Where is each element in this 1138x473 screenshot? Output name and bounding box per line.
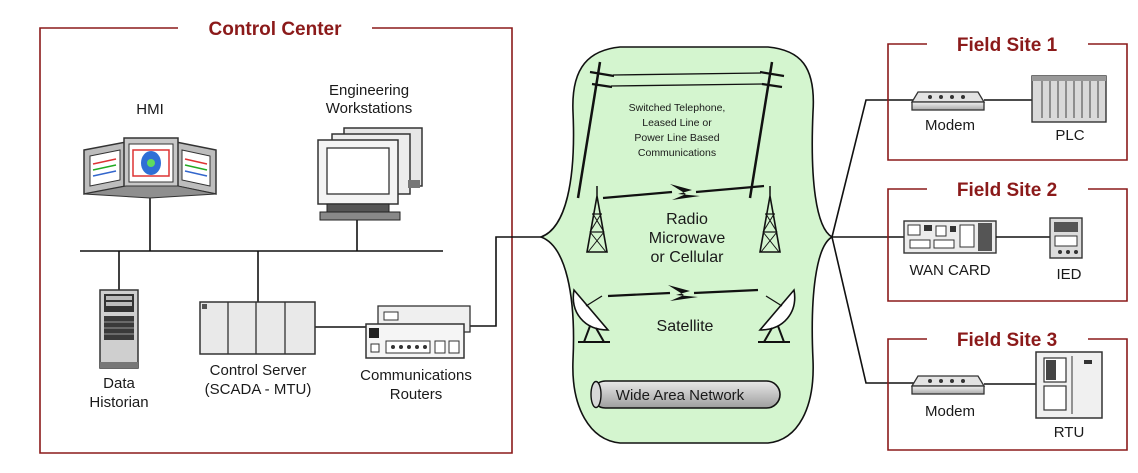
radio-label-line3: or Cellular	[651, 249, 725, 266]
hmi-label: HMI	[136, 101, 164, 118]
field-site-2-box: Field Site 2	[887, 180, 1128, 302]
router-label-line1: Communications	[360, 367, 472, 384]
historian-label-line1: Data	[103, 375, 135, 392]
engineering-workstations-icon	[317, 127, 423, 221]
modem-icon	[910, 375, 986, 395]
wan-card-icon	[903, 220, 997, 254]
radio-tower-right-icon	[759, 186, 781, 253]
site2-device-a-label: WAN CARD	[909, 262, 990, 279]
telephone-label-line1: Switched Telephone,	[629, 102, 726, 114]
router-wan-link	[468, 236, 541, 327]
radio-link-bolt-icon	[602, 184, 765, 200]
hmi-icon	[83, 137, 217, 199]
site3-device-b-label: RTU	[1054, 424, 1085, 441]
ied-icon	[1049, 217, 1083, 259]
field-site-3-box: Field Site 3	[887, 330, 1128, 451]
control-server-icon	[199, 301, 316, 355]
field-site-1-title: Field Site 1	[957, 35, 1058, 56]
telephone-pole-icon	[576, 61, 785, 199]
historian-label-line2: Historian	[89, 394, 148, 411]
radio-tower-left-icon	[586, 186, 608, 253]
satellite-link-bolt-icon	[607, 285, 759, 301]
radio-label-line2: Microwave	[649, 230, 726, 247]
communications-routers-icon	[365, 305, 471, 359]
server-label-line2: (SCADA - MTU)	[205, 381, 312, 398]
engineering-label-line1: Engineering	[329, 82, 409, 99]
engineering-label-line2: Workstations	[326, 100, 412, 117]
satellite-label: Satellite	[657, 318, 714, 335]
control-center-title: Control Center	[209, 19, 343, 40]
data-historian-icon	[99, 289, 139, 369]
rtu-icon	[1035, 351, 1103, 419]
control-center-box: Control Center	[39, 19, 513, 454]
telephone-label-line2: Leased Line or	[642, 117, 712, 129]
wan-site1-link	[831, 99, 918, 238]
wan-site3-link	[831, 236, 918, 384]
site2-device-b-label: IED	[1056, 266, 1081, 283]
wide-area-network-tube	[590, 380, 781, 409]
telephone-label-line4: Communications	[638, 147, 716, 159]
server-label-line1: Control Server	[210, 362, 307, 379]
satellite-dish-left-icon	[572, 288, 610, 343]
wan-label: Wide Area Network	[616, 387, 745, 404]
site1-device-b-label: PLC	[1055, 127, 1084, 144]
field-site-1-box: Field Site 1	[887, 35, 1128, 161]
router-label-line2: Routers	[390, 386, 443, 403]
telephone-label-line3: Power Line Based	[634, 132, 719, 144]
satellite-dish-right-icon	[758, 288, 796, 343]
field-site-2-title: Field Site 2	[957, 180, 1057, 201]
radio-label-line1: Radio	[666, 211, 708, 228]
modem-icon	[910, 91, 986, 111]
site3-device-a-label: Modem	[925, 403, 975, 420]
plc-icon	[1031, 75, 1107, 123]
field-site-3-title: Field Site 3	[957, 330, 1057, 351]
site1-device-a-label: Modem	[925, 117, 975, 134]
